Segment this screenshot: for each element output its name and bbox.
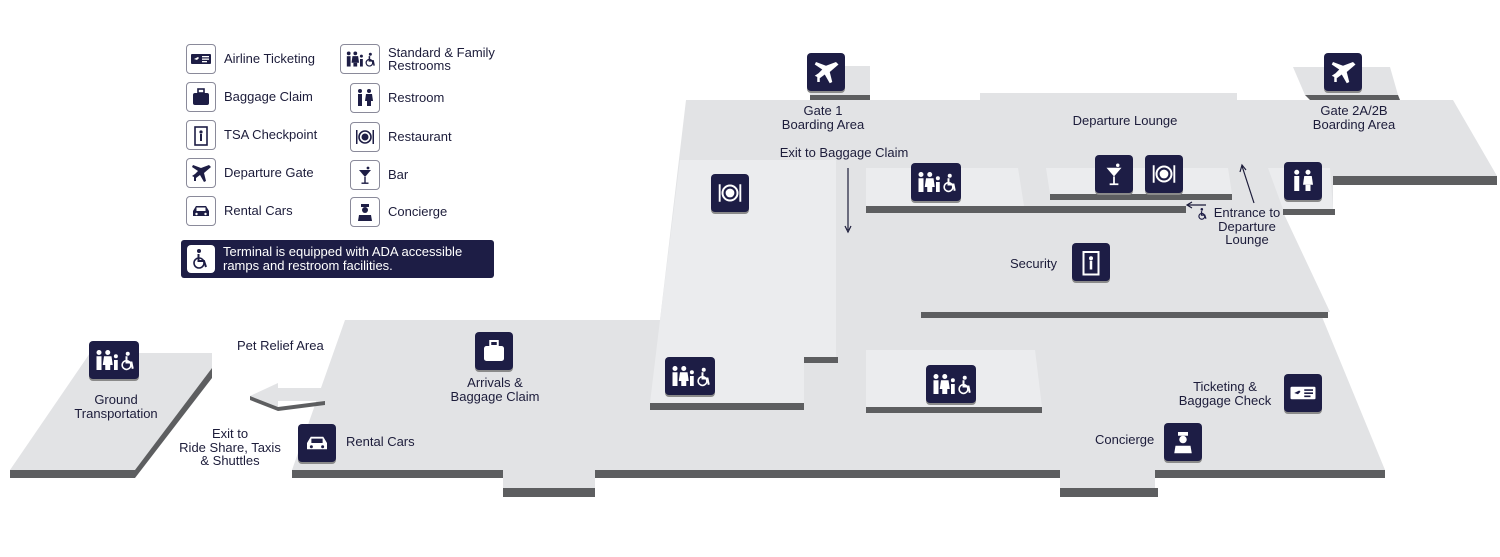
ticket-icon <box>186 44 216 74</box>
legend-label: Bar <box>388 167 409 183</box>
gate2-label: Gate 2A/2B Boarding Area <box>1312 103 1396 132</box>
ground-transportation-floor <box>10 353 212 470</box>
wheelchair-icon <box>187 245 215 273</box>
main-floor-edge-2 <box>503 488 595 497</box>
legend-item-rental: Rental Cars <box>186 196 293 226</box>
entrance-arrow <box>1241 165 1255 204</box>
wall <box>866 407 1042 413</box>
ada-note: Terminal is equipped with ADA accessible… <box>181 240 494 278</box>
main-floor-edge <box>292 470 503 478</box>
gate2-airplane-icon[interactable] <box>1324 53 1362 91</box>
right-wing-edge <box>1333 176 1497 185</box>
pet-relief-label: Pet Relief Area <box>237 338 324 353</box>
restaurant-icon <box>350 122 380 152</box>
suitcase-icon[interactable] <box>475 332 513 370</box>
arrivals-label: Arrivals & Baggage Claim <box>450 375 540 404</box>
car-icon[interactable] <box>298 424 336 462</box>
legend-label: TSA Checkpoint <box>224 127 318 143</box>
room <box>650 160 836 403</box>
family-restroom-icon[interactable] <box>89 341 139 379</box>
restaurant-icon[interactable] <box>1145 155 1183 193</box>
legend-item-tsa: TSA Checkpoint <box>186 120 317 150</box>
restroom-icon <box>350 83 380 113</box>
restroom-icon[interactable] <box>1284 162 1322 200</box>
legend-label: Concierge <box>388 204 448 220</box>
wall <box>804 357 838 363</box>
wheelchair-icon <box>1196 207 1210 221</box>
main-floor-edge-5 <box>1155 470 1385 478</box>
family-restroom-icon <box>340 44 380 74</box>
legend-label: Restaurant <box>388 129 452 145</box>
legend-label: Rental Cars <box>224 203 293 219</box>
security-label: Security <box>1010 256 1057 271</box>
restaurant-icon[interactable] <box>711 174 749 212</box>
concierge-label: Concierge <box>1095 432 1155 447</box>
exit-rideshare-label: Exit to Ride Share, Taxis & Shuttles <box>179 426 281 468</box>
legend-label: Restroom <box>388 90 445 106</box>
wall <box>921 312 1328 318</box>
tsa-checkpoint-icon[interactable] <box>1072 243 1110 281</box>
ticketing-label: Ticketing & Baggage Check <box>1178 379 1272 408</box>
rental-cars-label: Rental Cars <box>346 434 415 449</box>
ada-note-text: Terminal is equipped with ADA accessible… <box>223 243 463 273</box>
legend-item-concierge: Concierge <box>350 197 447 227</box>
ticket-icon[interactable] <box>1284 374 1322 412</box>
legend-item-bar: Bar <box>350 160 408 190</box>
legend-item-family-restroom: Standard & Family Restrooms <box>340 44 508 74</box>
direction-arrows <box>844 163 1255 234</box>
departure-lounge-label: Departure Lounge <box>1072 113 1178 128</box>
legend-label: Standard & Family Restrooms <box>388 44 495 73</box>
pet-relief-arrow <box>250 383 325 407</box>
family-restroom-icon[interactable] <box>665 357 715 395</box>
bar-room <box>1046 168 1232 194</box>
family-restroom-icon[interactable] <box>926 365 976 403</box>
main-floor-edge-4 <box>1060 488 1158 497</box>
entrance-departure-lounge-label: Entrance to Departure Lounge <box>1213 205 1281 247</box>
concierge-icon <box>350 197 380 227</box>
wall <box>1283 209 1335 215</box>
family-restroom-icon[interactable] <box>911 163 961 201</box>
ground-transportation-label: Ground Transportation <box>74 392 158 421</box>
wall <box>866 206 1186 213</box>
cocktail-icon[interactable] <box>1095 155 1133 193</box>
gate1-label: Gate 1 Boarding Area <box>781 103 865 132</box>
tsa-checkpoint-icon <box>186 120 216 150</box>
suitcase-icon <box>186 82 216 112</box>
legend-item-ticketing: Airline Ticketing <box>186 44 315 74</box>
legend-item-restroom: Restroom <box>350 83 444 113</box>
legend-item-restaurant: Restaurant <box>350 122 452 152</box>
cocktail-icon <box>350 160 380 190</box>
wall <box>650 403 804 410</box>
main-floor-edge-3 <box>595 470 1060 478</box>
airplane-icon <box>186 158 216 188</box>
legend-item-gate: Departure Gate <box>186 158 314 188</box>
gate1-airplane-icon[interactable] <box>807 53 845 91</box>
exit-baggage-claim-label: Exit to Baggage Claim <box>779 145 909 160</box>
concierge-icon[interactable] <box>1164 423 1202 461</box>
legend-label: Airline Ticketing <box>224 51 316 67</box>
legend-item-baggage: Baggage Claim <box>186 82 313 112</box>
legend-label: Departure Gate <box>224 165 314 181</box>
legend-label: Baggage Claim <box>224 89 313 105</box>
car-icon <box>186 196 216 226</box>
